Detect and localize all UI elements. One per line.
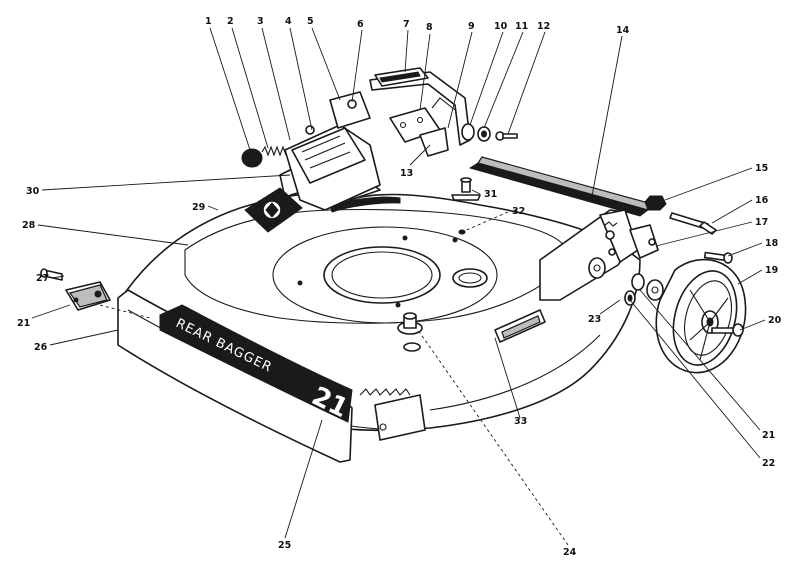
rear-axle-bar [468,156,653,217]
callout-14: 14 [616,25,630,36]
callout-25: 25 [278,540,291,551]
callout-21-right: 21 [762,430,775,441]
callout-27: 27 [36,273,49,284]
callout-28: 28 [22,220,36,231]
callout-24: 24 [563,547,577,558]
callout-19: 19 [765,265,778,276]
callout-15: 15 [755,163,768,174]
callout-13: 13 [400,168,413,179]
wheel-hardware [624,273,664,306]
callout-3: 3 [257,16,264,27]
callout-8: 8 [426,22,433,33]
axle-bolt-20 [711,323,744,337]
callout-2: 2 [227,16,234,27]
deck-logo-decal [244,187,303,233]
callout-numbers: 1 2 3 4 5 6 7 8 9 10 11 12 13 14 15 16 1… [17,16,782,558]
leader-lines [31,27,766,546]
callout-18: 18 [765,238,779,249]
callout-23: 23 [588,314,601,325]
callout-20: 20 [768,315,782,326]
callout-6: 6 [357,19,364,30]
rear-bagger-decal [159,304,353,423]
knob-and-spring [241,145,287,168]
callout-9: 9 [468,21,475,32]
callout-10: 10 [494,21,508,32]
callout-17: 17 [755,217,768,228]
callout-11: 11 [515,21,528,32]
washer-nut-bolt [461,123,518,142]
callout-32: 32 [512,206,525,217]
hex-key-16 [669,212,717,235]
callout-29: 29 [192,202,205,213]
callout-21-left: 21 [17,318,30,329]
nut-15 [644,195,667,211]
callout-16: 16 [755,195,769,206]
callout-7: 7 [403,19,410,30]
bolt-31 [451,177,481,201]
callout-26: 26 [34,342,48,353]
oil-fill-fitting [397,312,423,352]
bolt-18 [703,251,733,264]
control-bracket-assembly [284,67,471,211]
callout-4: 4 [285,16,292,27]
height-adjust-bracket [539,209,659,301]
callout-30: 30 [26,186,40,197]
callout-5: 5 [307,16,314,27]
height-decal [494,309,546,343]
callout-1: 1 [205,16,212,27]
callout-31: 31 [484,189,497,200]
callout-33: 33 [514,416,527,427]
callout-12: 12 [537,21,550,32]
rear-wheel [655,258,747,374]
callout-22: 22 [762,458,775,469]
left-bracket [65,281,111,311]
